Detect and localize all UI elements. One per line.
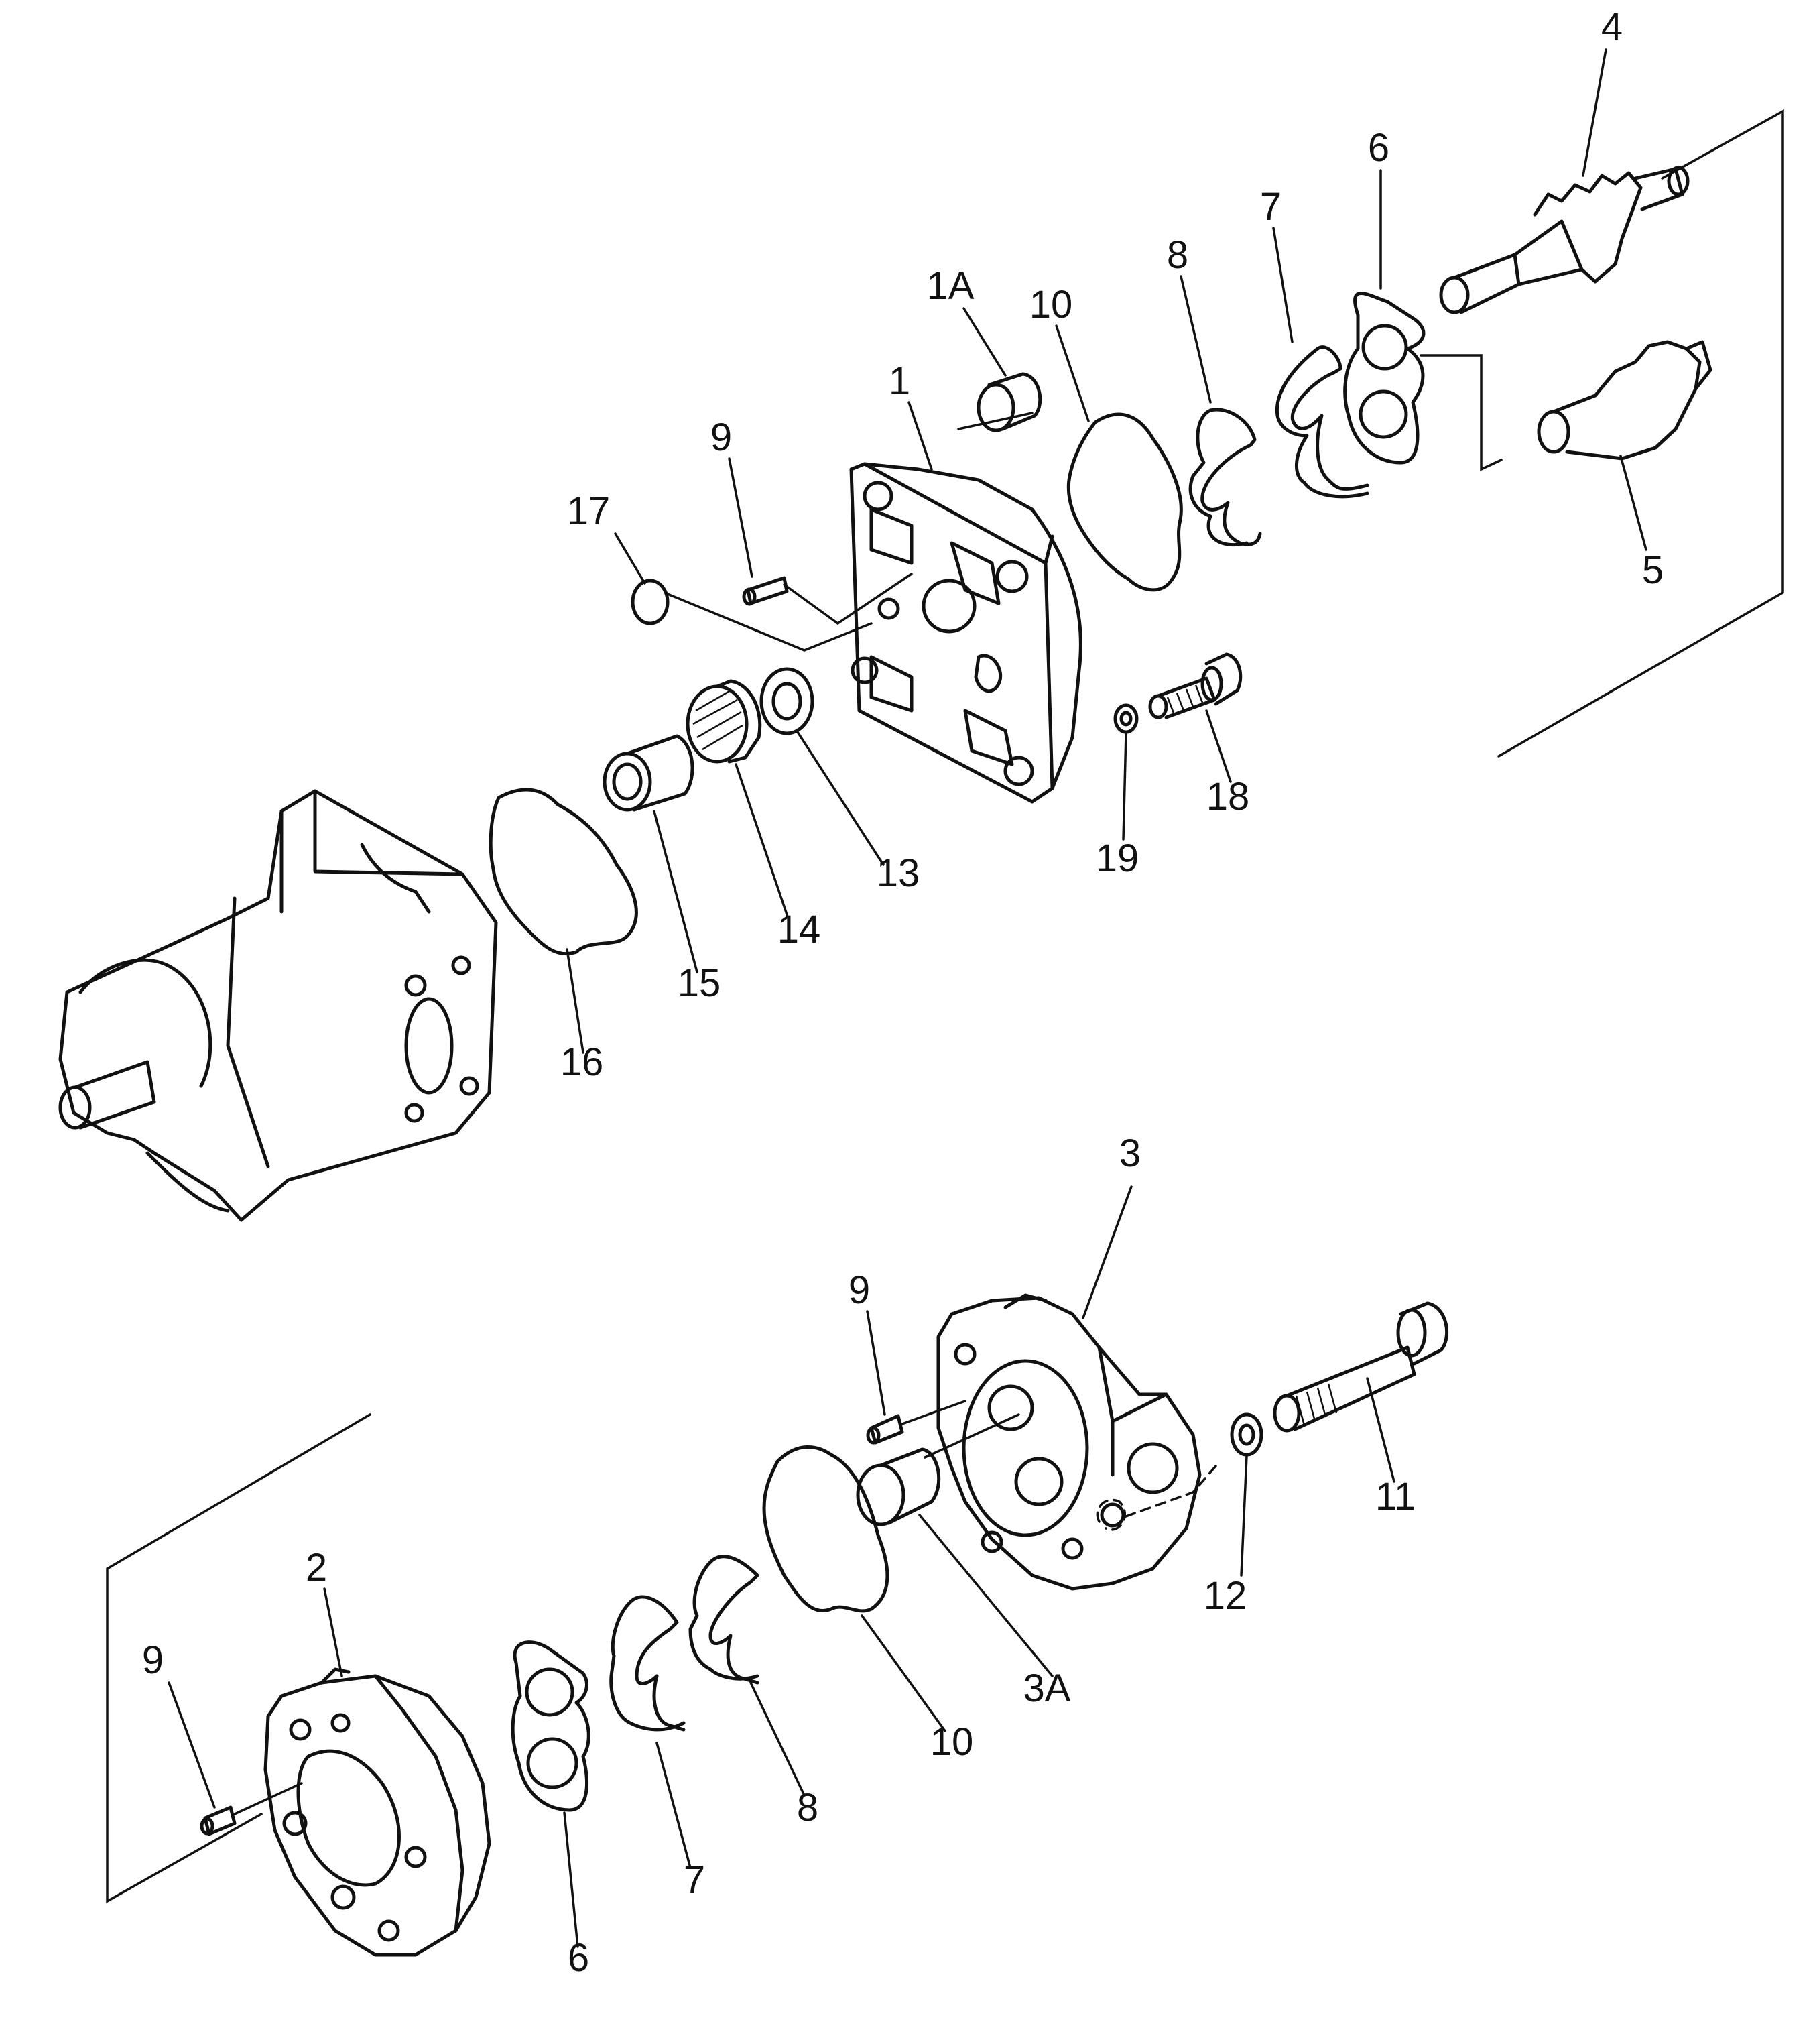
part-9-pin-middle [866, 1400, 966, 1445]
part-7-seal-top [1275, 345, 1369, 499]
leader-13 [796, 731, 885, 866]
callout-c-18: 18 [1206, 775, 1250, 819]
part-18-bolt [1148, 652, 1243, 719]
leader-16 [566, 948, 584, 1054]
callout-c-3A: 3A [1023, 1667, 1071, 1710]
part-8-seal-bottom [688, 1555, 759, 1685]
callout-c-11: 11 [1375, 1475, 1416, 1518]
callout-c-8-top: 8 [1167, 233, 1188, 277]
callout-c-1A: 1A [927, 264, 975, 308]
callout-c-6: 6 [1368, 126, 1389, 170]
leader-1A [962, 307, 1007, 377]
leader-3A [918, 1514, 1054, 1677]
part-5-driven-gear [1537, 340, 1712, 461]
leader-7-bot [655, 1742, 692, 1869]
part-15-needle-bearing [603, 734, 694, 812]
part-9-pin-top [742, 573, 913, 625]
part-8-seal-top [1188, 408, 1262, 547]
leader-17 [614, 532, 646, 585]
leader-12 [1240, 1455, 1248, 1577]
group-boundary-top [957, 109, 1784, 758]
part-11-long-bolt [1273, 1301, 1449, 1433]
part-11-hatch [1295, 1383, 1338, 1426]
part-2-gear-case [263, 1667, 491, 1957]
leader-7-top [1272, 227, 1294, 343]
part-19-washer [1113, 703, 1139, 734]
part-10-o-ring-bottom [762, 1445, 889, 1613]
callout-c-7-top: 7 [1260, 185, 1281, 229]
leader-18 [1205, 709, 1232, 783]
callout-c-7-bot: 7 [684, 1858, 705, 1902]
callout-c-9-mid: 9 [849, 1268, 870, 1312]
callout-c-8-bot: 8 [797, 1786, 818, 1829]
part-6-bushing-plate-bottom [511, 1640, 590, 1812]
leader-9-top [728, 457, 753, 578]
callout-c-10-top: 10 [1029, 283, 1073, 326]
part-18-hatch [1166, 684, 1204, 715]
callout-c-10-bot: 10 [930, 1720, 974, 1764]
leader-9-mid [866, 1310, 886, 1416]
part-4-drive-gear-shaft [1439, 166, 1690, 314]
leader-11 [1366, 1377, 1395, 1483]
leader-9-bot [168, 1681, 216, 1809]
part-1-front-cover [849, 462, 1082, 804]
leader-19 [1122, 732, 1127, 841]
leader-10-bot [861, 1614, 946, 1732]
callout-c-5: 5 [1642, 548, 1664, 592]
part-12-washer [1230, 1412, 1263, 1457]
part-6-bushing-plate-top [1343, 292, 1426, 465]
part-14-oil-seal [686, 679, 762, 764]
group-boundary-bottom [106, 1413, 371, 1903]
callout-c-9-top: 9 [710, 416, 732, 459]
callout-c-16: 16 [560, 1040, 604, 1084]
callout-c-19: 19 [1096, 837, 1139, 880]
callout-c-9-bot: 9 [142, 1638, 164, 1682]
callout-c-17: 17 [567, 489, 611, 533]
leader-14 [735, 763, 790, 920]
leader-6-bot [563, 1811, 579, 1948]
leader-1 [908, 401, 933, 471]
leader-5 [1619, 455, 1647, 551]
leader-10-top [1055, 324, 1090, 422]
leader-15 [653, 810, 698, 973]
part-1A-dowel-bushing [977, 372, 1042, 432]
leader-2 [323, 1587, 343, 1677]
callout-c-13: 13 [877, 851, 920, 895]
part-14-hatch [692, 689, 743, 751]
part-16-large-o-ring [489, 788, 638, 956]
part-9-pin-bottom [200, 1782, 303, 1836]
part-13-washer [759, 667, 814, 735]
callout-c-14: 14 [777, 908, 821, 951]
part-17-small-o-ring [631, 579, 873, 652]
leader-8-top [1180, 275, 1212, 404]
callout-c-6-bot: 6 [568, 1936, 589, 1980]
part-10-o-ring-top [1066, 412, 1183, 592]
part-3-rear-cover [936, 1293, 1221, 1591]
callout-c-1: 1 [889, 359, 910, 403]
part-7-seal-bottom [609, 1595, 686, 1732]
callout-c-15: 15 [678, 961, 721, 1005]
callout-c-3: 3 [1119, 1132, 1141, 1175]
callout-c-4: 4 [1601, 5, 1623, 49]
front-pump-housing [58, 789, 498, 1222]
callout-c-2: 2 [306, 1546, 327, 1589]
callout-c-12: 12 [1204, 1574, 1247, 1618]
leader-3 [1082, 1185, 1133, 1319]
part-3A-dowel-bushing [856, 1413, 1020, 1526]
leader-8-bot [749, 1681, 806, 1797]
leader-4 [1582, 48, 1607, 177]
